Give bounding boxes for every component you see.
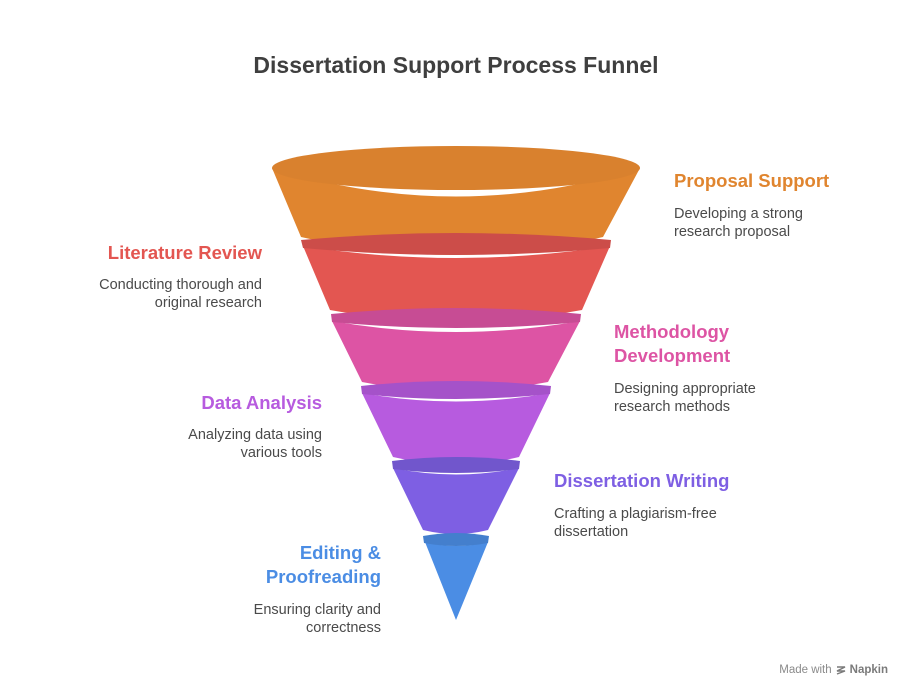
stage-desc-literature-line2: original research — [154, 295, 262, 311]
stage-desc-editing-line2: correctness — [306, 620, 381, 636]
funnel-layer-proposal-top — [272, 146, 640, 190]
stage-desc-proposal-line1: Developing a strong — [674, 206, 803, 222]
funnel-layer-proposal — [272, 146, 640, 255]
napkin-logo-icon — [836, 666, 845, 675]
stage-desc-analysis-line1: Analyzing data using — [188, 427, 322, 443]
footer-made-with: Made with — [779, 664, 832, 676]
funnel-layer-writing-rim — [392, 457, 520, 473]
funnel-layer-methodology-body — [332, 321, 580, 391]
stage-title-literature: Literature Review — [107, 242, 262, 263]
stage-title-proposal: Proposal Support — [674, 170, 830, 191]
funnel-layer-literature — [301, 233, 611, 322]
funnel-layer-editing — [423, 533, 489, 620]
stage-desc-methodology: Designing appropriate research methods — [614, 380, 834, 416]
funnel-layer-methodology — [331, 308, 581, 391]
funnel-layer-proposal-body — [272, 168, 640, 255]
stage-desc-writing: Crafting a plagiarism-free dissertation — [554, 505, 794, 541]
stage-title-writing: Dissertation Writing — [554, 470, 730, 491]
funnel-layer-editing-rim — [423, 533, 489, 546]
funnel-layer-analysis-body — [362, 393, 550, 465]
stage-desc-editing-line1: Ensuring clarity and — [253, 602, 381, 618]
stage-desc-analysis-line2: various tools — [240, 445, 322, 461]
diagram-title: Dissertation Support Process Funnel — [253, 52, 659, 78]
stage-desc-proposal-line2: research proposal — [674, 224, 791, 240]
funnel-layer-writing — [392, 457, 520, 534]
stage-desc-literature: Conducting thorough and original researc… — [62, 276, 262, 312]
funnel-layer-editing-body — [425, 542, 488, 620]
stage-desc-literature-line1: Conducting thorough and — [99, 277, 262, 293]
funnel-layer-analysis — [361, 381, 551, 465]
footer-brand: Napkin — [849, 664, 888, 676]
stage-title-editing: Editing & Proofreading — [181, 541, 381, 589]
stage-desc-methodology-line1: Designing appropriate — [614, 381, 756, 397]
stage-title-methodology-line1: Methodology — [614, 321, 730, 342]
stage-desc-writing-line2: dissertation — [554, 524, 629, 540]
made-with-napkin-footer: Made with Napkin — [779, 664, 888, 676]
stage-desc-analysis: Analyzing data using various tools — [122, 426, 322, 462]
funnel-layer-literature-body — [303, 246, 610, 322]
funnel-layer-writing-body — [393, 468, 519, 534]
funnel-layer-analysis-rim — [361, 381, 551, 399]
funnel-layer-literature-rim — [301, 233, 611, 255]
funnel-layer-methodology-rim — [331, 308, 581, 328]
stage-desc-proposal: Developing a strong research proposal — [674, 205, 874, 241]
stage-title-analysis: Data Analysis — [201, 392, 322, 413]
stage-title-editing-line2: Proofreading — [265, 566, 381, 587]
stage-title-methodology-line2: Development — [614, 345, 731, 366]
stage-desc-methodology-line2: research methods — [614, 399, 731, 415]
stage-title-methodology: Methodology Development — [614, 320, 834, 368]
stage-desc-editing: Ensuring clarity and correctness — [181, 601, 381, 637]
stage-desc-writing-line1: Crafting a plagiarism-free — [554, 506, 717, 522]
stage-title-editing-line1: Editing & — [299, 542, 381, 563]
